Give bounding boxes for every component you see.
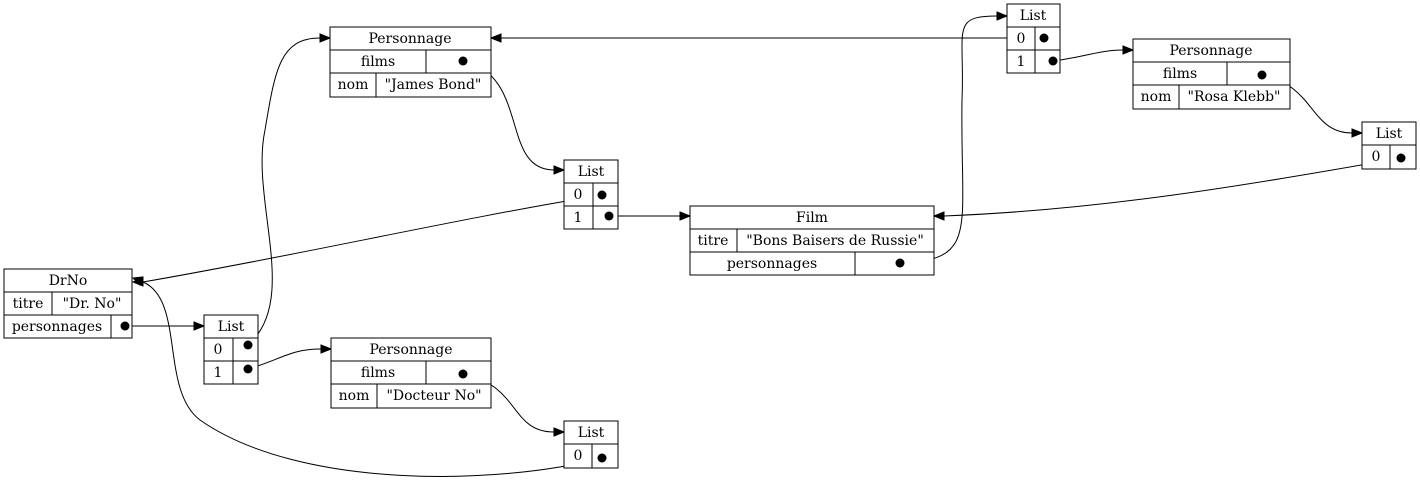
node-list-rosa-films: List 0 <box>1361 121 1417 170</box>
field-label-films: films <box>361 54 395 70</box>
node-list-drno-personnages: List 0 1 <box>203 314 259 385</box>
arrowhead-drno-top <box>131 276 144 286</box>
arrowhead-list-drno <box>193 321 206 331</box>
arrowhead-list-film-persos <box>996 11 1009 21</box>
node-header: Film <box>796 210 828 226</box>
pointer-dot <box>458 369 468 379</box>
edge-list-bond-0-to-drno <box>142 194 603 283</box>
list-index-0: 0 <box>574 448 583 464</box>
node-header: Personnage <box>1169 43 1252 59</box>
field-label-nom: nom <box>1141 89 1172 105</box>
list-index-0: 0 <box>1372 149 1381 165</box>
node-list-bond-films: List 0 1 <box>563 159 619 230</box>
arrowhead-film-left <box>679 211 692 221</box>
node-header: DrNo <box>49 273 88 289</box>
pointer-dot <box>1039 33 1049 43</box>
pointer-dot <box>458 56 468 66</box>
arrowhead-film-right <box>932 211 945 221</box>
edge-list-drno-1-to-perso-docteur <box>247 348 322 370</box>
node-personnage-docteur-no: Personnage films nom "Docteur No" <box>330 337 492 409</box>
node-list-film-personnages: List 0 1 <box>1006 3 1061 74</box>
node-header: Personnage <box>368 31 451 47</box>
arrowhead-perso-bond-left <box>319 33 332 43</box>
field-label-films: films <box>361 365 395 381</box>
list-index-0: 0 <box>214 342 223 358</box>
arrowhead-perso-bond-right <box>489 33 502 43</box>
pointer-dot <box>120 321 130 331</box>
node-header: List <box>578 425 605 441</box>
pointer-dot <box>1048 56 1058 66</box>
list-index-0: 0 <box>1017 31 1026 47</box>
field-label-personnages: personnages <box>727 256 817 272</box>
field-value-nom: "Docteur No" <box>386 388 481 404</box>
field-value-nom: "James Bond" <box>385 77 482 93</box>
edges <box>125 11 1402 477</box>
field-label-nom: nom <box>339 388 370 404</box>
list-index-1: 1 <box>1017 54 1026 70</box>
edge-film-personnages-to-list-film-persos <box>899 15 998 264</box>
field-label-films: films <box>1163 66 1197 82</box>
node-film: Film titre "Bons Baisers de Russie" pers… <box>689 205 935 276</box>
node-header: List <box>1020 8 1047 24</box>
node-header: Personnage <box>369 342 452 358</box>
list-index-1: 1 <box>214 365 223 381</box>
edge-list-film-persos-1-to-perso-rosa <box>1052 49 1124 62</box>
arrowhead-perso-docteur <box>320 344 333 354</box>
pointer-dot <box>1396 153 1406 163</box>
node-drno: DrNo titre "Dr. No" personnages <box>3 268 133 339</box>
pointer-dot <box>895 258 905 268</box>
node-header: List <box>1376 126 1403 142</box>
field-value-nom: "Rosa Klebb" <box>1188 89 1281 105</box>
arrowhead-perso-rosa <box>1122 45 1135 55</box>
edge-list-drno-0-to-perso-bond <box>247 37 321 346</box>
field-label-personnages: personnages <box>12 319 102 335</box>
pointer-dot <box>597 453 607 463</box>
node-personnage-james-bond: Personnage films nom "James Bond" <box>329 26 492 98</box>
edge-list-docteur-0-to-drno <box>142 281 603 477</box>
field-label-titre: titre <box>698 233 729 249</box>
list-index-1: 1 <box>574 210 583 226</box>
node-list-docteur-films: List 0 <box>563 420 619 469</box>
field-label-titre: titre <box>13 296 44 312</box>
list-index-0: 0 <box>574 187 583 203</box>
pointer-dot <box>1257 70 1267 80</box>
field-value-titre: "Bons Baisers de Russie" <box>746 233 924 249</box>
pointer-dot <box>604 211 614 221</box>
pointer-dot <box>243 340 253 350</box>
node-header: List <box>218 319 245 335</box>
arrowhead-list-bond <box>553 165 566 175</box>
field-label-nom: nom <box>338 77 369 93</box>
node-frame <box>689 205 935 276</box>
arrowhead-list-rosa <box>1351 128 1364 138</box>
node-personnage-rosa-klebb: Personnage films nom "Rosa Klebb" <box>1132 38 1291 110</box>
field-value-titre: "Dr. No" <box>63 296 122 312</box>
pointer-dot <box>597 190 607 200</box>
arrowhead-list-docteur <box>553 427 566 437</box>
pointer-dot <box>243 364 253 374</box>
node-header: List <box>578 164 605 180</box>
edge-list-rosa-0-to-film <box>943 157 1402 217</box>
